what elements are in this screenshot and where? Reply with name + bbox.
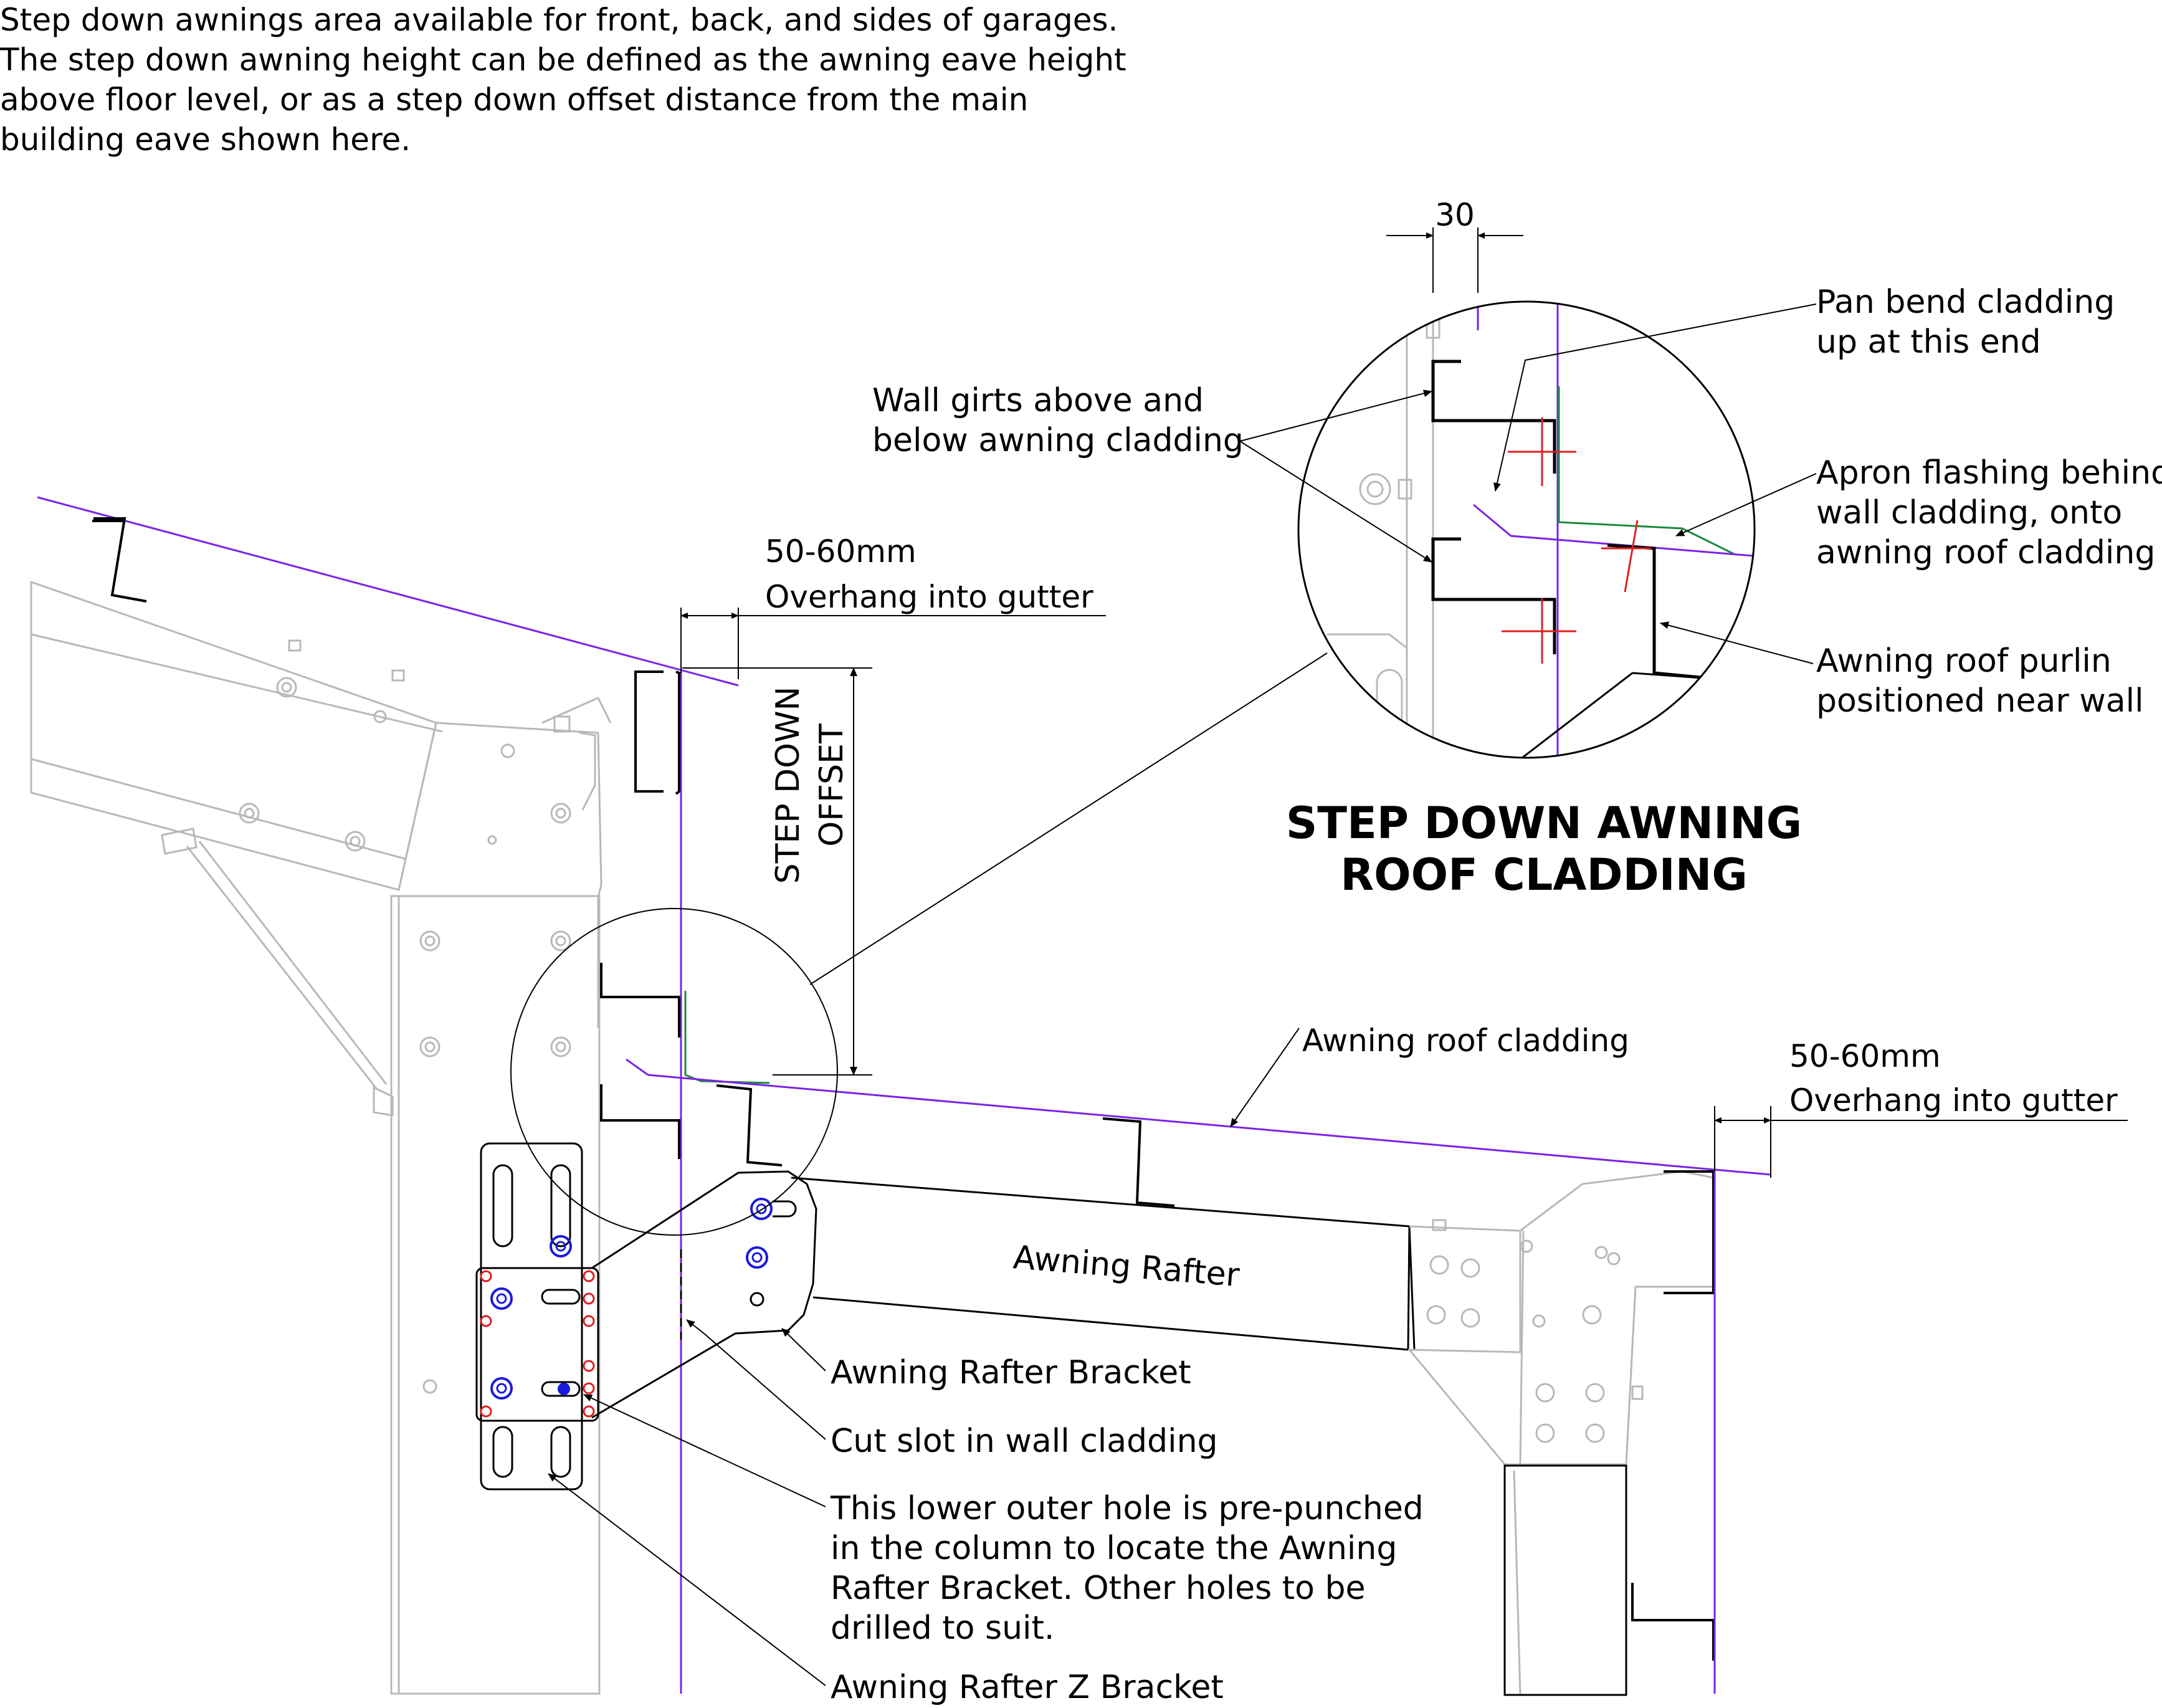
wall-girts <box>600 963 680 1159</box>
pan-bend-label-2: up at this end <box>1816 323 2041 361</box>
overhang-right-dimension <box>1714 1106 2128 1178</box>
awning-column <box>1407 1170 1715 1696</box>
z-bracket <box>475 1142 599 1491</box>
apron-flashing-main <box>684 991 770 1084</box>
cut-slot-label: Cut slot in wall cladding <box>831 1423 1218 1460</box>
step-down-dimension <box>682 667 872 1076</box>
apron-label-3: awning roof cladding <box>1816 534 2155 571</box>
z-bracket-label: Awning Rafter Z Bracket <box>831 1669 1224 1706</box>
lower-hole-label-4: drilled to suit. <box>831 1610 1054 1647</box>
z-bracket-leader <box>548 1473 826 1686</box>
intro-line: The step down awning height can be defin… <box>0 42 1126 78</box>
bracket-hole-markers <box>480 1270 595 1418</box>
awning-roof-cladding-label: Awning roof cladding <box>1302 1023 1629 1059</box>
main-purlins <box>92 517 680 795</box>
apron-label-1: Apron flashing behind <box>1816 454 2162 492</box>
pan-bend-main <box>626 1058 649 1076</box>
overhang-left-label-1: 50-60mm <box>765 533 917 570</box>
step-down-label-2: OFFSET <box>813 723 850 847</box>
awning-rafter <box>791 1176 1416 1351</box>
lower-hole-label-2: in the column to locate the Awning <box>831 1530 1397 1567</box>
detail-leader <box>809 652 1328 985</box>
purlin-leader <box>1660 621 1814 664</box>
overhang-right-label-2: Overhang into gutter <box>1789 1082 2118 1119</box>
lower-hole-label-1: This lower outer hole is pre-punched <box>830 1490 1424 1527</box>
wall-girts-label-1: Wall girts above and <box>872 382 1204 419</box>
lower-hole-leader <box>583 1394 826 1507</box>
purlin-label-2: positioned near wall <box>1816 682 2144 720</box>
pan-bend-label-1: Pan bend cladding <box>1816 284 2115 321</box>
z-bracket-bolts <box>490 1235 572 1400</box>
wall-girts-label-2: below awning cladding <box>872 422 1244 459</box>
lower-hole-label-3: Rafter Bracket. Other holes to be <box>831 1570 1365 1607</box>
detail-dim-30-label: 30 <box>1435 197 1475 233</box>
overhang-left-label-2: Overhang into gutter <box>765 579 1093 615</box>
awning-gutter-purlins <box>1631 1170 1715 1661</box>
detail-callout-circle-small <box>510 908 838 1236</box>
main-building-frame <box>30 580 612 1695</box>
rafter-bracket-bolts <box>746 1198 797 1307</box>
rafter-bracket <box>591 1170 817 1419</box>
step-down-label-1: STEP DOWN <box>769 687 807 884</box>
intro-line: above floor level, or as a step down off… <box>0 82 1029 118</box>
awning-column-details <box>1426 1219 1644 1443</box>
overhang-left-dimension <box>680 608 1106 679</box>
rafter-bracket-leader <box>781 1328 826 1372</box>
awning-roof-cladding-leader <box>1230 1028 1300 1127</box>
intro-line: Step down awnings area available for fro… <box>0 2 1118 38</box>
intro-text: Step down awnings area available for fro… <box>0 0 1215 160</box>
awning-rafter-label: Awning Rafter <box>1012 1239 1241 1294</box>
rafter-bracket-label: Awning Rafter Bracket <box>831 1354 1191 1391</box>
detail-view <box>1327 302 1755 758</box>
detail-title-2: ROOF CLADDING <box>1340 849 1748 900</box>
awning-roof-cladding-line <box>647 1074 1771 1176</box>
intro-line: building eave shown here. <box>0 122 411 158</box>
purlin-label-1: Awning roof purlin <box>1816 642 2112 680</box>
main-roof-cladding-line <box>37 496 739 687</box>
wall-girts-leader-a <box>1239 389 1432 442</box>
overhang-right-label-1: 50-60mm <box>1789 1038 1941 1074</box>
detail-dim-30 <box>1386 227 1523 293</box>
wall-girts-leader-b <box>1239 441 1432 563</box>
cut-slot-leader <box>686 1319 826 1440</box>
apron-label-2: wall cladding, onto <box>1816 494 2122 532</box>
detail-callout-circle-large <box>1297 300 1756 759</box>
pan-bend-leader <box>1493 303 1817 492</box>
awning-purlins <box>716 1084 1175 1207</box>
awning-post <box>1503 1464 1627 1696</box>
detail-title-1: STEP DOWN AWNING <box>1286 798 1802 849</box>
apron-leader <box>1675 473 1817 537</box>
main-building-bolts <box>239 639 571 1394</box>
